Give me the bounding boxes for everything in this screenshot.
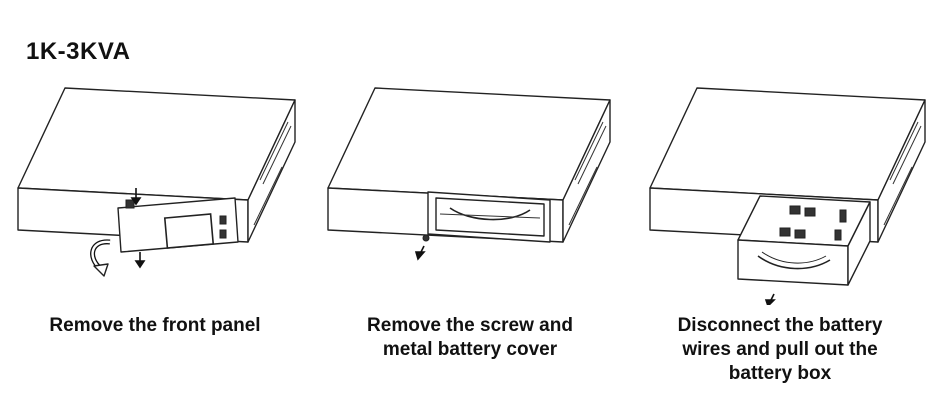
ups-battery-cover-illustration [327,87,611,261]
ups-front-panel-illustration [17,87,296,277]
model-title: 1K-3KVA [26,38,131,65]
step-2-diagram [320,80,620,305]
step-1-caption: Remove the front panel [49,315,261,336]
ups-battery-box-illustration [649,87,926,305]
step-1-diagram [10,80,310,305]
step-3-caption: Disconnect the battery wires and pull ou… [677,315,883,384]
step-2-caption: Remove the screw and metal battery cover [367,315,573,360]
step-3-diagram [640,80,940,305]
